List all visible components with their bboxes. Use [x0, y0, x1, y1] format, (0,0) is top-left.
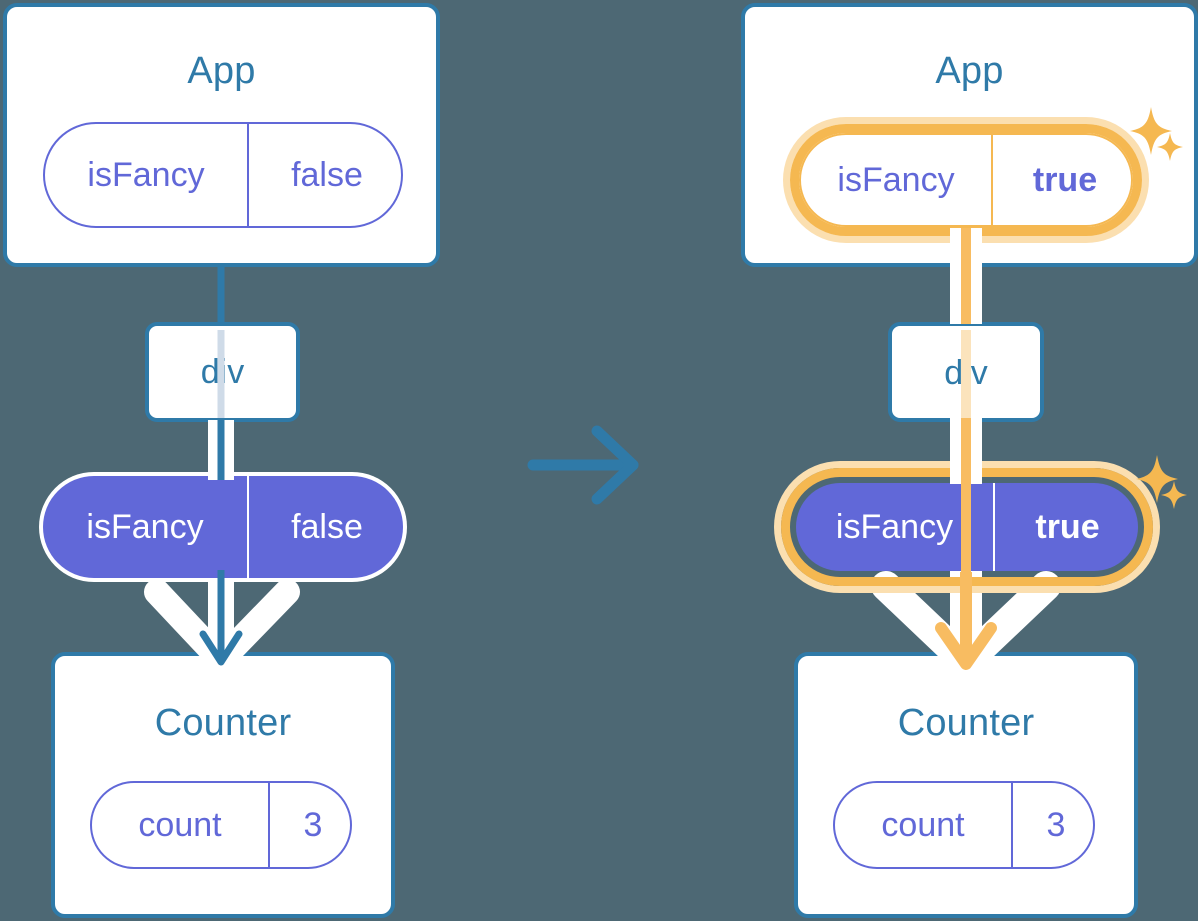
app-title-after-text: App: [935, 50, 1004, 92]
state-pill-value: true: [991, 135, 1131, 225]
sparkle-large-app-icon: [1130, 107, 1172, 155]
sparkle-large-prop-icon: [1136, 455, 1178, 503]
state-pill-isfancy-app-after[interactable]: isFancy true: [799, 133, 1133, 227]
transition-arrow-right-icon: [527, 425, 639, 505]
prop-pill-name: isFancy: [835, 508, 954, 546]
prop-pill-isfancy-before[interactable]: isFancy false: [43, 476, 403, 578]
counter-title-before-text: Counter: [154, 702, 292, 744]
state-pill-name: isFancy: [87, 156, 205, 194]
prop-pill-value: false: [247, 476, 403, 578]
prop-pill-value: true: [993, 483, 1138, 571]
state-pill-count-after[interactable]: count 3: [833, 781, 1095, 869]
state-pill-value: false: [247, 124, 401, 226]
count-pill-value: 3: [1011, 783, 1093, 867]
count-pill-value: 3: [268, 783, 350, 867]
state-pill-count-before[interactable]: count 3: [90, 781, 352, 869]
state-pill-name: isFancy: [837, 161, 955, 199]
state-pill-isfancy-app-before[interactable]: isFancy false: [43, 122, 403, 228]
counter-title-after-text: Counter: [897, 702, 1035, 744]
sparkle-small-prop-icon: [1161, 481, 1187, 509]
arrowhead-right: [935, 622, 997, 670]
arrowhead-left: [199, 630, 243, 666]
prop-pill-name: isFancy: [86, 508, 204, 546]
app-title-before-text: App: [187, 50, 256, 92]
count-pill-name: count: [881, 806, 965, 844]
sparkle-small-app-icon: [1157, 133, 1183, 161]
count-pill-name: count: [138, 806, 222, 844]
